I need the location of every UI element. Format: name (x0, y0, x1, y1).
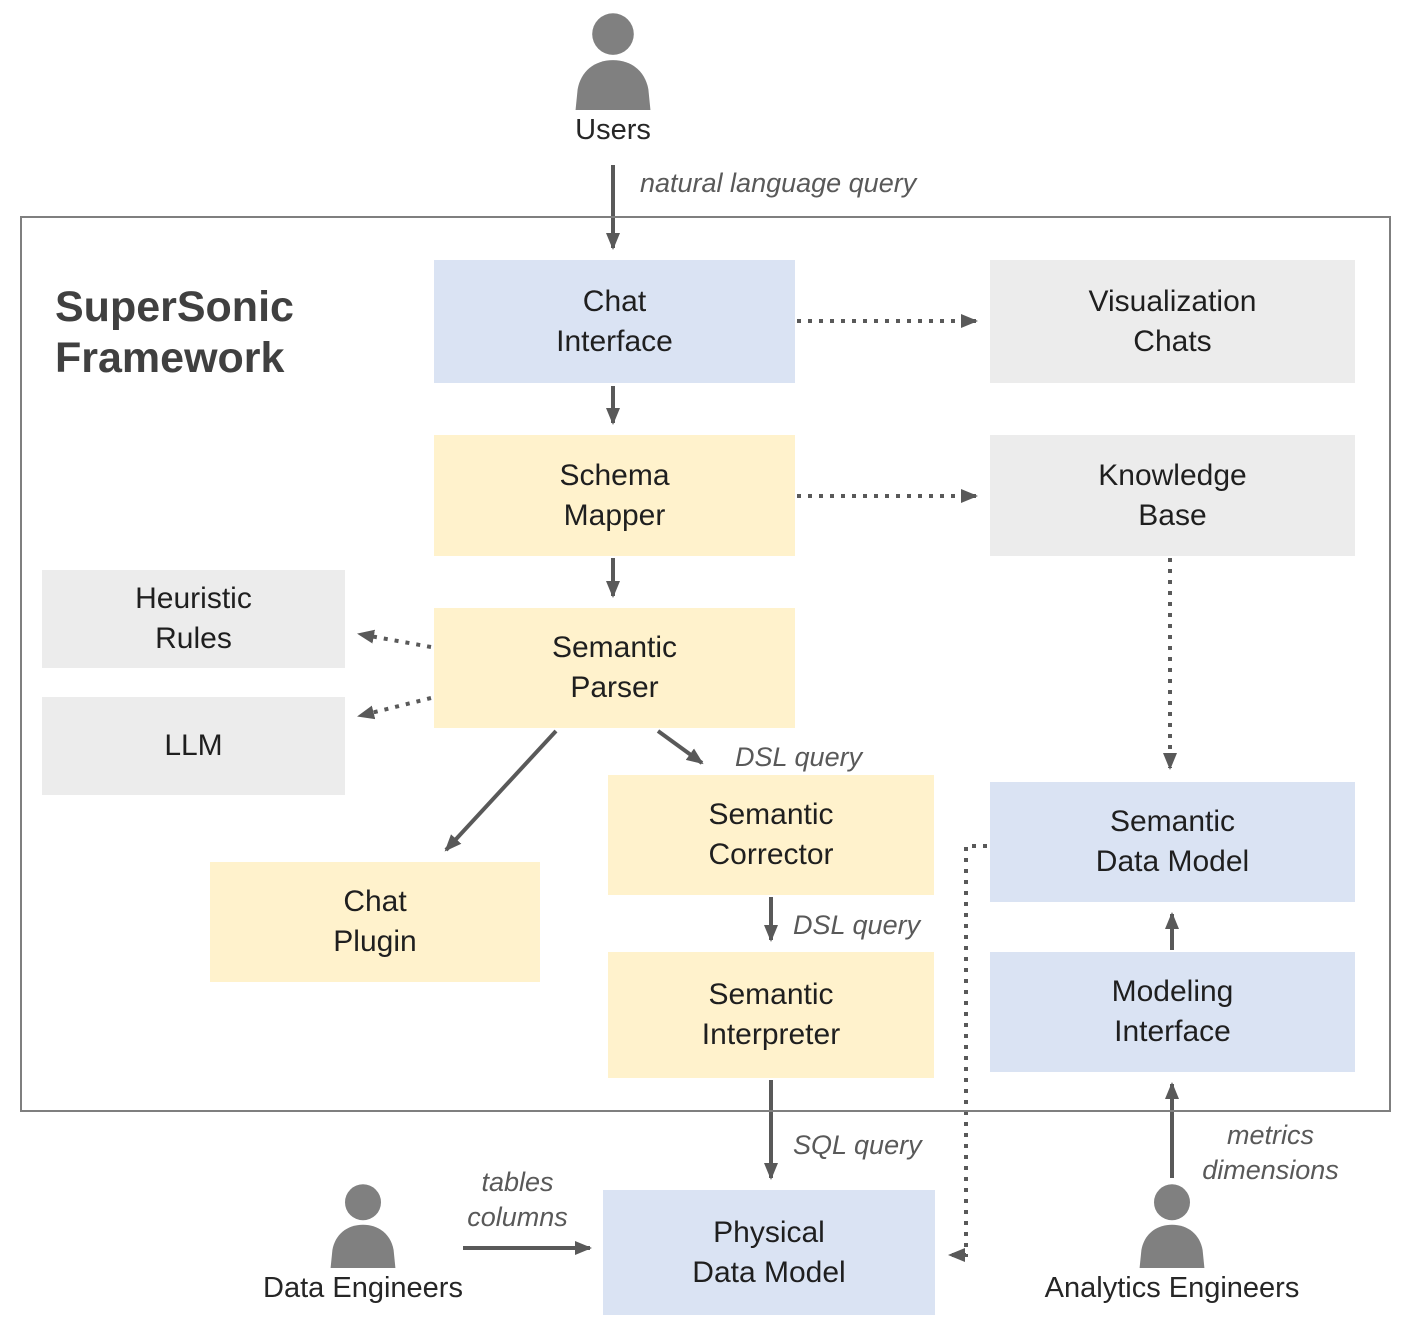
edge-label-tables-columns: tables columns (467, 1167, 568, 1233)
data-engineers-label: Data Engineers (263, 1272, 463, 1304)
knowledge-base-label: Knowledge Base (1098, 458, 1247, 532)
node-semantic-data-model: Semantic Data Model (990, 782, 1355, 902)
data-engineer-icon (330, 1184, 396, 1268)
supersonic-framework-frame (20, 216, 1391, 1112)
node-semantic-interpreter: Semantic Interpreter (608, 952, 934, 1078)
node-modeling-interface: Modeling Interface (990, 952, 1355, 1072)
node-visualization-chats: Visualization Chats (990, 260, 1355, 383)
edge-label-metrics-dimensions: metrics dimensions (1202, 1120, 1339, 1186)
semantic-data-model-label: Semantic Data Model (1095, 805, 1250, 878)
schema-mapper-label: Schema Mapper (559, 458, 670, 532)
physical-data-model-label: Physical Data Model (692, 1215, 846, 1289)
chat-interface-label: Chat Interface (556, 284, 673, 358)
node-chat-interface: Chat Interface (434, 260, 795, 383)
heuristic-rules-label: Heuristic Rules (135, 582, 252, 655)
node-schema-mapper: Schema Mapper (434, 435, 795, 556)
semantic-parser-label: Semantic Parser (551, 631, 678, 704)
edge-label-dsl-query-2: DSL query (793, 910, 921, 940)
node-semantic-corrector: Semantic Corrector (608, 775, 934, 895)
visualization-chats-label: Visualization Chats (1088, 284, 1257, 358)
chat-plugin-label: Chat Plugin (333, 885, 417, 958)
actor-data-engineers: Data Engineers (238, 1178, 488, 1305)
node-heuristic-rules: Heuristic Rules (42, 570, 345, 668)
semantic-corrector-label: Semantic Corrector (708, 798, 834, 871)
node-knowledge-base: Knowledge Base (990, 435, 1355, 556)
node-chat-plugin: Chat Plugin (210, 862, 540, 982)
semantic-interpreter-label: Semantic Interpreter (701, 978, 841, 1051)
diagram-title: SuperSonic Framework (55, 283, 294, 382)
users-label: Users (575, 114, 651, 146)
node-physical-data-model: Physical Data Model (603, 1190, 935, 1315)
actor-users: Users (513, 6, 713, 147)
edge-label-natural-language-query: natural language query (640, 168, 917, 198)
analytics-engineer-icon (1139, 1184, 1205, 1268)
edge-label-sql-query: SQL query (793, 1130, 922, 1160)
user-icon (575, 13, 651, 110)
analytics-engineers-label: Analytics Engineers (1044, 1272, 1300, 1304)
edge-label-dsl-query-1: DSL query (735, 742, 863, 772)
node-llm: LLM (42, 697, 345, 795)
llm-label: LLM (164, 729, 223, 763)
actor-analytics-engineers: Analytics Engineers (1022, 1178, 1322, 1305)
node-semantic-parser: Semantic Parser (434, 608, 795, 728)
modeling-interface-label: Modeling Interface (1111, 975, 1234, 1048)
